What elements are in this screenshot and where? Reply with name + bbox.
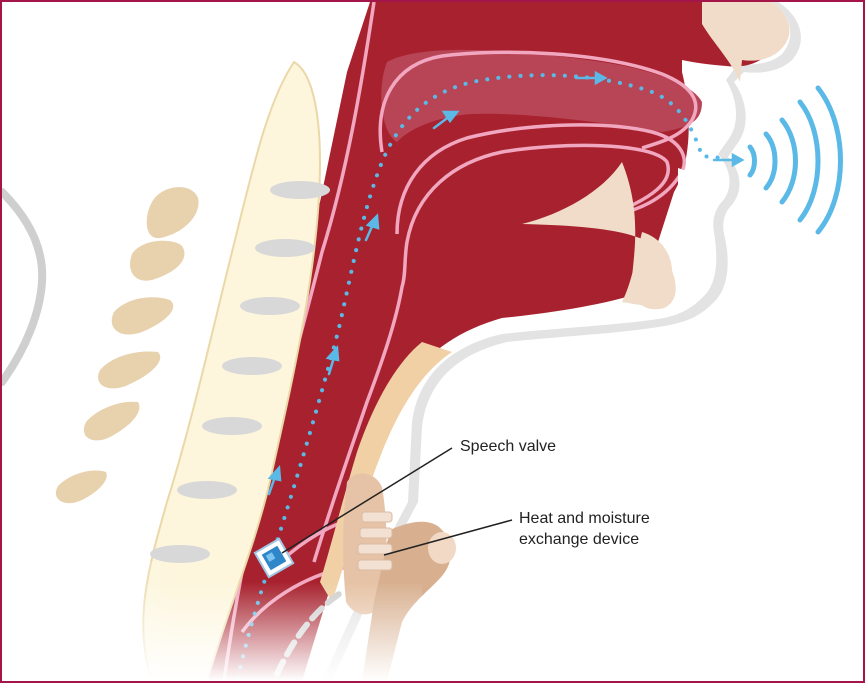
sound-wave-4 xyxy=(800,102,818,220)
spinous-process-1 xyxy=(147,187,199,238)
spinous-process-4 xyxy=(98,352,160,389)
vertebral-disc-6 xyxy=(177,481,237,499)
speech-valve-label-text: Speech valve xyxy=(460,438,556,455)
hme-label-line-1: Heat and moisture xyxy=(519,508,650,529)
hme-ring-1 xyxy=(362,512,392,522)
vertebral-disc-1 xyxy=(270,181,330,199)
sound-wave-2 xyxy=(766,134,775,188)
sound-waves xyxy=(750,88,841,232)
speech-valve-label: Speech valve xyxy=(460,436,556,457)
hme-ring-4 xyxy=(358,560,392,570)
spinous-process-2 xyxy=(130,241,184,281)
spinous-processes xyxy=(56,187,199,503)
sound-wave-3 xyxy=(782,120,796,202)
sound-wave-1 xyxy=(750,147,755,175)
vertebral-disc-7 xyxy=(150,545,210,563)
spinous-process-5 xyxy=(84,402,140,441)
vertebral-disc-2 xyxy=(255,239,315,257)
vertebral-disc-3 xyxy=(240,297,300,315)
back-of-head-outline xyxy=(2,192,42,382)
spinous-process-3 xyxy=(112,297,174,334)
vertebral-disc-4 xyxy=(222,357,282,375)
hme-ring-2 xyxy=(360,528,392,538)
left-fade xyxy=(2,562,172,681)
spinous-process-6 xyxy=(56,471,107,504)
hme-label-line-2: exchange device xyxy=(519,529,650,550)
sound-wave-5 xyxy=(818,88,841,232)
vertebral-disc-5 xyxy=(202,417,262,435)
hme-label: Heat and moisture exchange device xyxy=(519,508,650,550)
hme-ring-3 xyxy=(358,544,392,554)
